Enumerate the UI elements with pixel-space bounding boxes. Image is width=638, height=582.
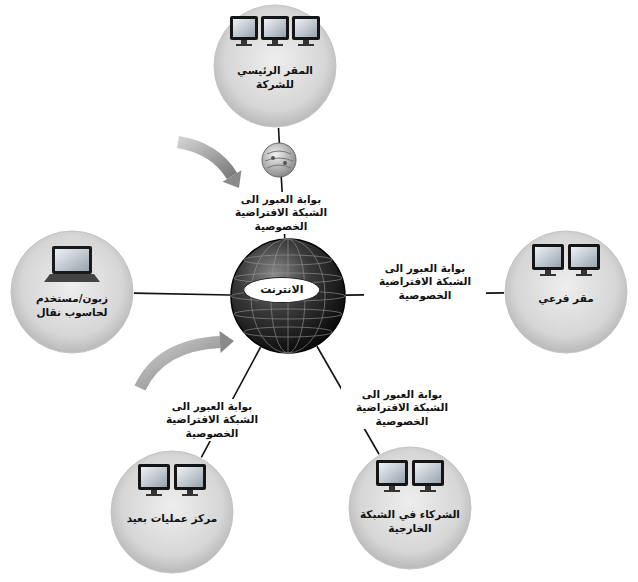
monitor-screen — [535, 247, 561, 267]
flow-arrow-head — [220, 331, 235, 353]
monitor-frame — [376, 460, 408, 486]
site-circle: مقر فرعي — [504, 230, 628, 354]
site-icon — [44, 246, 100, 282]
monitor-base — [384, 490, 400, 492]
site-label: زبون/مستخدم لحاسوب نقال — [22, 292, 122, 319]
monitor-screen — [233, 19, 255, 37]
site-label: مركز عمليات بعيد — [122, 512, 222, 526]
site-circle: الشركاء في الشبكة الخارجية — [348, 446, 472, 570]
monitor-stand — [581, 270, 587, 274]
site-icon — [138, 464, 206, 496]
globe-shape — [231, 239, 345, 353]
gateway-device-body — [262, 143, 296, 177]
flow-arrow — [140, 342, 220, 388]
site-icon — [532, 244, 600, 276]
site-circle-shape — [349, 447, 471, 569]
monitor-base — [236, 44, 252, 46]
monitor-screen — [415, 463, 441, 483]
monitor-stand — [151, 490, 157, 494]
monitor-stand — [545, 270, 551, 274]
monitor-stand — [272, 40, 278, 44]
gateway-device-texture — [265, 151, 293, 168]
gateway-label: بوابة العبور الى الشبكة الافتراضية الخصو… — [341, 387, 463, 428]
laptop-screen — [55, 249, 89, 271]
monitor-stand — [303, 40, 309, 44]
site-circle-shape — [214, 5, 336, 127]
monitor-stand — [187, 490, 193, 494]
monitor-screen — [379, 463, 405, 483]
monitor-frame — [261, 16, 289, 40]
gateway-label: بوابة العبور الى الشبكة الافتراضية الخصو… — [364, 261, 486, 302]
monitor-stand — [425, 486, 431, 490]
site-circle-shape — [11, 231, 133, 353]
globe-latitude — [244, 327, 332, 337]
monitor-base — [540, 274, 556, 276]
gateway-label: بوابة العبور الى الشبكة الافتراضية الخصو… — [151, 399, 273, 440]
monitor-base — [420, 490, 436, 492]
site-circle: زبون/مستخدم لحاسوب نقال — [10, 230, 134, 354]
site-label: مقر فرعي — [516, 292, 616, 306]
monitor-frame — [568, 244, 600, 270]
monitor-screen — [264, 19, 286, 37]
monitor-screen — [141, 467, 167, 487]
monitor-screen — [571, 247, 597, 267]
gateway-device-dot — [283, 161, 287, 165]
globe-latitude — [244, 255, 332, 265]
network-link — [134, 293, 230, 295]
internet-globe: الانترنت — [230, 238, 346, 354]
site-label: الشركاء في الشبكة الخارجية — [360, 508, 460, 535]
monitor-frame — [174, 464, 206, 490]
flow-arrow-head — [223, 170, 242, 188]
laptop-base — [44, 274, 100, 282]
monitor-frame — [412, 460, 444, 486]
monitor-base — [576, 274, 592, 276]
monitor-base — [267, 44, 283, 46]
link-line — [134, 293, 230, 295]
monitor-screen — [177, 467, 203, 487]
gateway-device — [262, 143, 296, 177]
site-icon — [376, 460, 444, 492]
monitor-frame — [292, 16, 320, 40]
site-label: المقر الرئيسي للشركة — [225, 64, 325, 91]
site-circle-shape — [505, 231, 627, 353]
monitor-stand — [241, 40, 247, 44]
monitor-base — [298, 44, 314, 46]
laptop-lid — [52, 246, 92, 274]
site-circle: المقر الرئيسي للشركة — [213, 4, 337, 128]
monitor-screen — [295, 19, 317, 37]
monitor-stand — [389, 486, 395, 490]
gateway-label: بوابة العبور الى الشبكة الافتراضية الخصو… — [220, 192, 342, 233]
site-circle: مركز عمليات بعيد — [110, 450, 234, 574]
flow-arrow — [178, 142, 232, 176]
globe-latitude — [234, 309, 342, 319]
monitor-frame — [138, 464, 170, 490]
site-icon — [230, 16, 320, 46]
globe-grid — [231, 239, 345, 353]
monitor-base — [182, 494, 198, 496]
monitor-frame — [230, 16, 258, 40]
monitor-frame — [532, 244, 564, 270]
monitor-base — [146, 494, 162, 496]
gateway-device-dot — [271, 156, 275, 160]
site-circle-shape — [111, 451, 233, 573]
